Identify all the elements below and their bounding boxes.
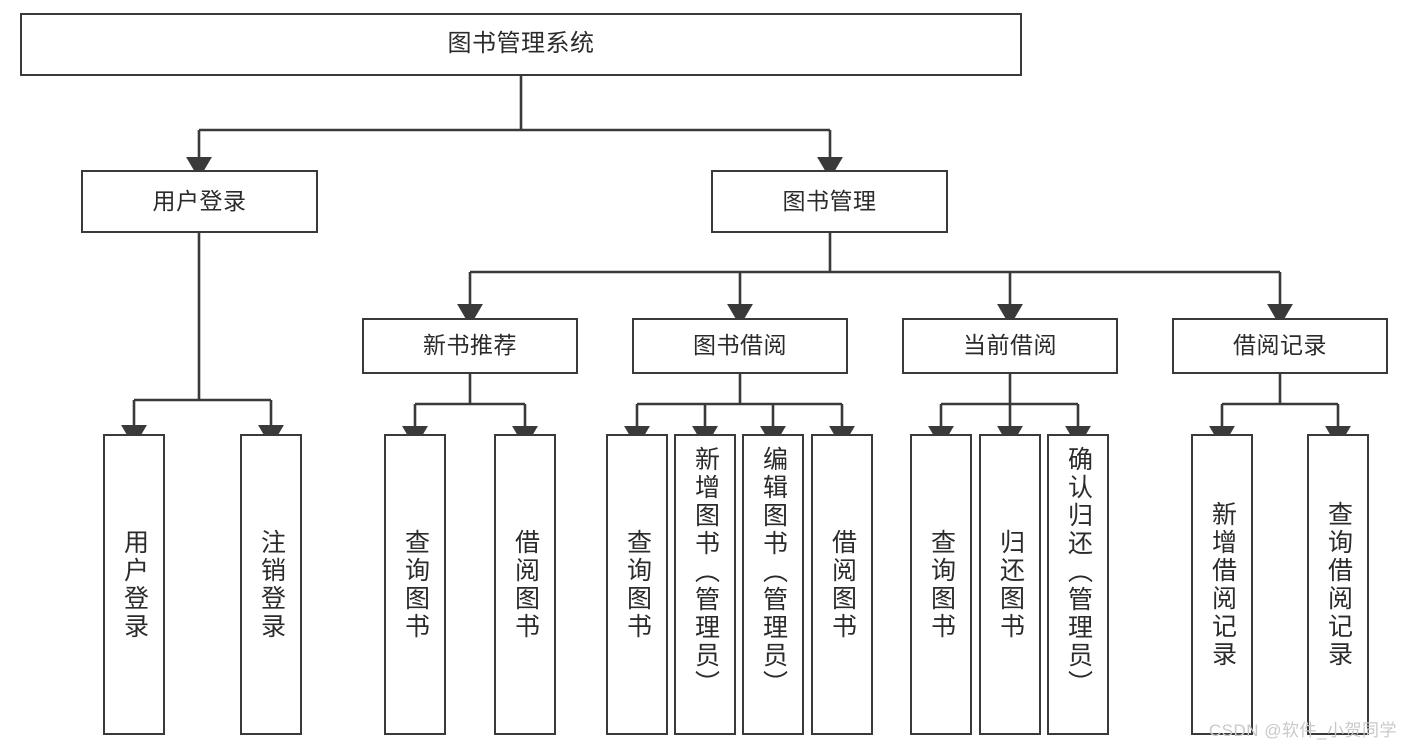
node-leaf-return-book-label: 归还图书 (996, 528, 1025, 641)
node-leaf-add-book-label: 新增图书（管理员） (691, 446, 720, 698)
node-leaf-logout[interactable]: 注销登录 (240, 434, 302, 735)
node-leaf-borrow-book-1[interactable]: 借阅图书 (494, 434, 556, 735)
node-borrow-record[interactable]: 借阅记录 (1172, 318, 1388, 374)
node-book-manage[interactable]: 图书管理 (711, 170, 948, 233)
node-current-borrow[interactable]: 当前借阅 (902, 318, 1118, 374)
node-leaf-query-book-2-label: 查询图书 (623, 528, 652, 641)
node-user-login-label: 用户登录 (152, 187, 247, 214)
node-leaf-borrow-book-1-label: 借阅图书 (511, 528, 540, 641)
node-book-borrow[interactable]: 图书借阅 (632, 318, 848, 374)
node-leaf-user-login-label: 用户登录 (120, 528, 149, 641)
node-new-book-recommend-label: 新书推荐 (423, 332, 517, 359)
node-leaf-query-book-3[interactable]: 查询图书 (910, 434, 972, 735)
node-leaf-add-record[interactable]: 新增借阅记录 (1191, 434, 1253, 735)
node-leaf-query-record[interactable]: 查询借阅记录 (1307, 434, 1369, 735)
node-leaf-user-login[interactable]: 用户登录 (103, 434, 165, 735)
node-leaf-edit-book-label: 编辑图书（管理员） (759, 446, 788, 698)
node-leaf-confirm-return[interactable]: 确认归还（管理员） (1047, 434, 1109, 735)
node-leaf-logout-label: 注销登录 (257, 528, 286, 641)
node-leaf-query-book-3-label: 查询图书 (927, 528, 956, 641)
node-book-borrow-label: 图书借阅 (693, 332, 787, 359)
node-book-manage-label: 图书管理 (782, 187, 877, 214)
node-leaf-query-book-1[interactable]: 查询图书 (384, 434, 446, 735)
watermark: CSDN @软件_小贺同学 (1208, 721, 1397, 740)
node-root[interactable]: 图书管理系统 (20, 13, 1022, 76)
node-root-label: 图书管理系统 (447, 30, 595, 58)
node-leaf-add-record-label: 新增借阅记录 (1208, 500, 1237, 669)
node-current-borrow-label: 当前借阅 (963, 332, 1057, 359)
node-leaf-borrow-book-2[interactable]: 借阅图书 (811, 434, 873, 735)
node-leaf-query-book-2[interactable]: 查询图书 (606, 434, 668, 735)
node-user-login[interactable]: 用户登录 (81, 170, 318, 233)
node-leaf-confirm-return-label: 确认归还（管理员） (1064, 446, 1093, 698)
node-leaf-query-record-label: 查询借阅记录 (1324, 500, 1353, 669)
node-leaf-query-book-1-label: 查询图书 (401, 528, 430, 641)
node-leaf-edit-book[interactable]: 编辑图书（管理员） (742, 434, 804, 735)
node-new-book-recommend[interactable]: 新书推荐 (362, 318, 578, 374)
node-leaf-return-book[interactable]: 归还图书 (979, 434, 1041, 735)
node-leaf-borrow-book-2-label: 借阅图书 (828, 528, 857, 641)
node-leaf-add-book[interactable]: 新增图书（管理员） (674, 434, 736, 735)
node-borrow-record-label: 借阅记录 (1233, 332, 1327, 359)
